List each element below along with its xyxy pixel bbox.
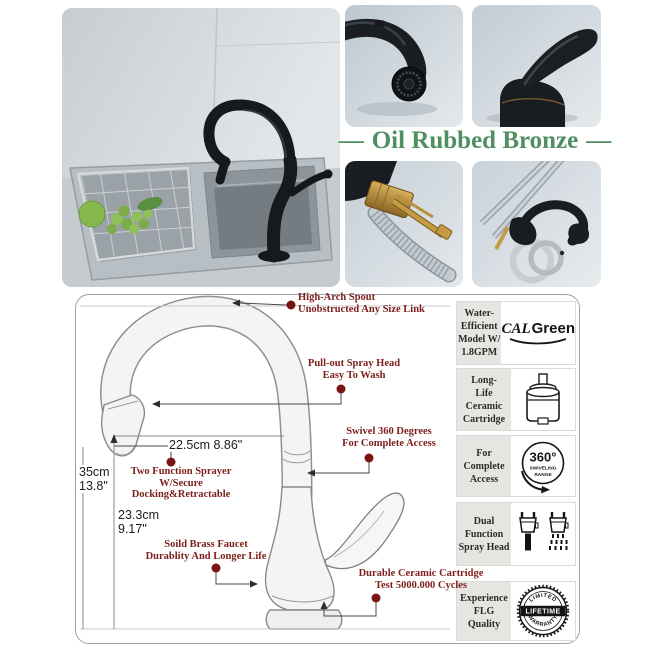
hose-connector-scene [345,161,463,287]
callout-lines [114,299,377,617]
title-dash-left: — [338,127,364,154]
callout-ceramic-cartridge: Durable Ceramic Cartridge Test 5000.000 … [358,568,484,591]
handle-closeup-photo [472,5,601,127]
ceramic-cartridge-icon [526,373,560,425]
wire-basket [76,166,197,262]
handle-scene [472,5,601,127]
parts-scene [472,161,601,287]
feature-row-dual-spray: Dual Function Spray Head [456,502,576,566]
finish-title: — Oil Rubbed Bronze — [332,125,618,157]
finish-title-text: Oil Rubbed Bronze [371,127,579,154]
faucet-line-drawing [100,295,405,630]
svg-text:LIFETIME: LIFETIME [525,609,560,616]
faucet-diagram-art [80,295,450,630]
installed-faucet-photo [62,8,340,287]
dual-spray-head-icon [519,512,569,551]
callout-pull-out-spray-head: Pull-out Spray Head Easy To Wash [307,358,401,381]
feature-label: For Complete Access [457,436,511,496]
dimension-overall-height: 35cm 13.8" [78,465,111,493]
title-dash-right: — [586,127,612,154]
hose-connector-photo [345,161,463,287]
svg-text:RANGE: RANGE [534,472,552,478]
swivel-360-icon: 360° SWIVELING RANGE [521,441,565,494]
feature-row-complete-access: For Complete Access 360° SWIVELING RANGE [456,435,576,497]
svg-text:LIMITED: LIMITED [528,593,557,604]
dimension-spout-reach: 22.5cm 8.86" [168,438,244,452]
feature-row-water-efficient: Water- Efficient Model W/ 1.8GPM CALGree… [456,301,576,365]
feature-row-ceramic-cartridge: Long- Life Ceramic Cartridge [456,368,576,431]
photo-collage: — Oil Rubbed Bronze — [0,0,650,292]
feature-label: Experience FLG Quality [457,582,511,640]
feature-label: Water- Efficient Model W/ 1.8GPM [457,302,502,364]
feature-row-flg-quality: Experience FLG Quality LIMITED LIFETIME … [456,581,576,641]
spec-diagram-panel: High-Arch Spout Unobstructed Any Size Li… [75,292,580,644]
callout-dots [166,300,381,603]
spray-head-closeup-photo [345,5,463,127]
feature-label: Long- Life Ceramic Cartridge [457,369,511,430]
lifetime-warranty-badge: LIMITED LIFETIME WARRANTY [516,584,570,638]
calgreen-logo: CALGreen [501,320,575,346]
spray-head-scene [345,5,463,127]
feature-label: Dual Function Spray Head [457,503,511,565]
faucet-silhouette [203,99,333,263]
svg-text:SWIVELING: SWIVELING [530,466,557,472]
callout-two-function-sprayer: Two Function Sprayer W/Secure Docking&Re… [130,466,232,500]
svg-text:360°: 360° [530,450,557,465]
disassembled-parts-photo [472,161,601,287]
installed-faucet-scene [62,8,340,287]
calgreen-swoosh [509,338,567,345]
callout-swivel-360: Swivel 360 Degrees For Complete Access [342,426,436,449]
dimension-spout-height: 23.3cm 9.17" [117,508,160,536]
fruit [78,197,163,234]
callout-solid-brass: Soild Brass Faucet Durablity And Longer … [145,539,267,562]
callout-high-arch-spout: High-Arch Spout Unobstructed Any Size Li… [298,292,425,315]
